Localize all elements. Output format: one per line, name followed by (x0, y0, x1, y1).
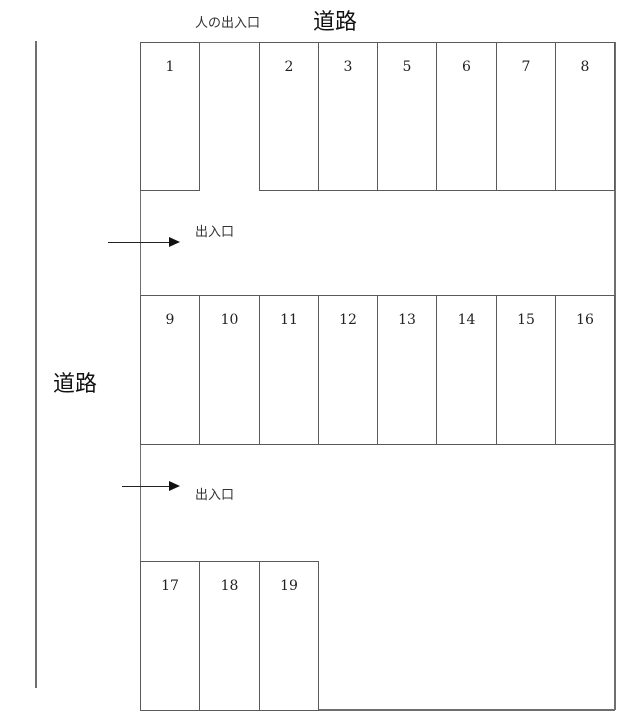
stall-number: 10 (220, 312, 239, 328)
stall-number: 18 (220, 578, 239, 594)
parking-stall-8[interactable]: 8 (555, 42, 615, 191)
parking-stall-19[interactable]: 19 (259, 561, 319, 711)
stall-number: 1 (165, 59, 175, 75)
parking-stall-16[interactable]: 16 (555, 295, 615, 445)
parking-stall-7[interactable]: 7 (496, 42, 556, 191)
stall-number: 3 (343, 59, 353, 75)
stall-number: 13 (398, 312, 416, 328)
parking-stall-13[interactable]: 13 (377, 295, 437, 445)
parking-stall-1[interactable]: 1 (140, 42, 200, 191)
stall-number: 9 (165, 312, 175, 328)
entrance-arrow-2 (122, 481, 180, 491)
parking-stall-2[interactable]: 2 (259, 42, 319, 191)
vehicle-entrance-label-1: 出入口 (195, 225, 235, 240)
road-left-label: 道路 (53, 372, 98, 397)
stall-number: 5 (402, 59, 412, 75)
road-top-label: 道路 (313, 10, 358, 35)
stall-number: 7 (521, 59, 531, 75)
stall-number: 11 (280, 312, 298, 328)
parking-stall-18[interactable]: 18 (199, 561, 260, 711)
parking-stall-14[interactable]: 14 (436, 295, 497, 445)
lot-bottom-border (140, 709, 615, 711)
vehicle-entrance-label-2: 出入口 (195, 488, 235, 503)
parking-stall-6[interactable]: 6 (436, 42, 497, 191)
parking-stall-3[interactable]: 3 (318, 42, 378, 191)
stall-number: 17 (161, 578, 179, 594)
parking-stall-5[interactable]: 5 (377, 42, 437, 191)
stall-number: 15 (517, 312, 535, 328)
parking-stall-9[interactable]: 9 (140, 295, 200, 445)
stall-number: 16 (576, 312, 594, 328)
entrance-arrow-1 (108, 237, 180, 247)
left-road-line (35, 41, 37, 688)
stall-number: 19 (280, 578, 298, 594)
stall-number: 8 (580, 59, 590, 75)
parking-stall-17[interactable]: 17 (140, 561, 200, 711)
stall-number: 6 (462, 59, 471, 75)
parking-stall-11[interactable]: 11 (259, 295, 319, 445)
stall-number: 12 (339, 312, 357, 328)
parking-stall-12[interactable]: 12 (318, 295, 378, 445)
parking-stall-15[interactable]: 15 (496, 295, 556, 445)
stall-number: 14 (457, 312, 476, 328)
pedestrian-entrance-label: 人の出入口 (195, 16, 261, 31)
stall-number: 2 (284, 59, 294, 75)
parking-stall-10[interactable]: 10 (199, 295, 260, 445)
